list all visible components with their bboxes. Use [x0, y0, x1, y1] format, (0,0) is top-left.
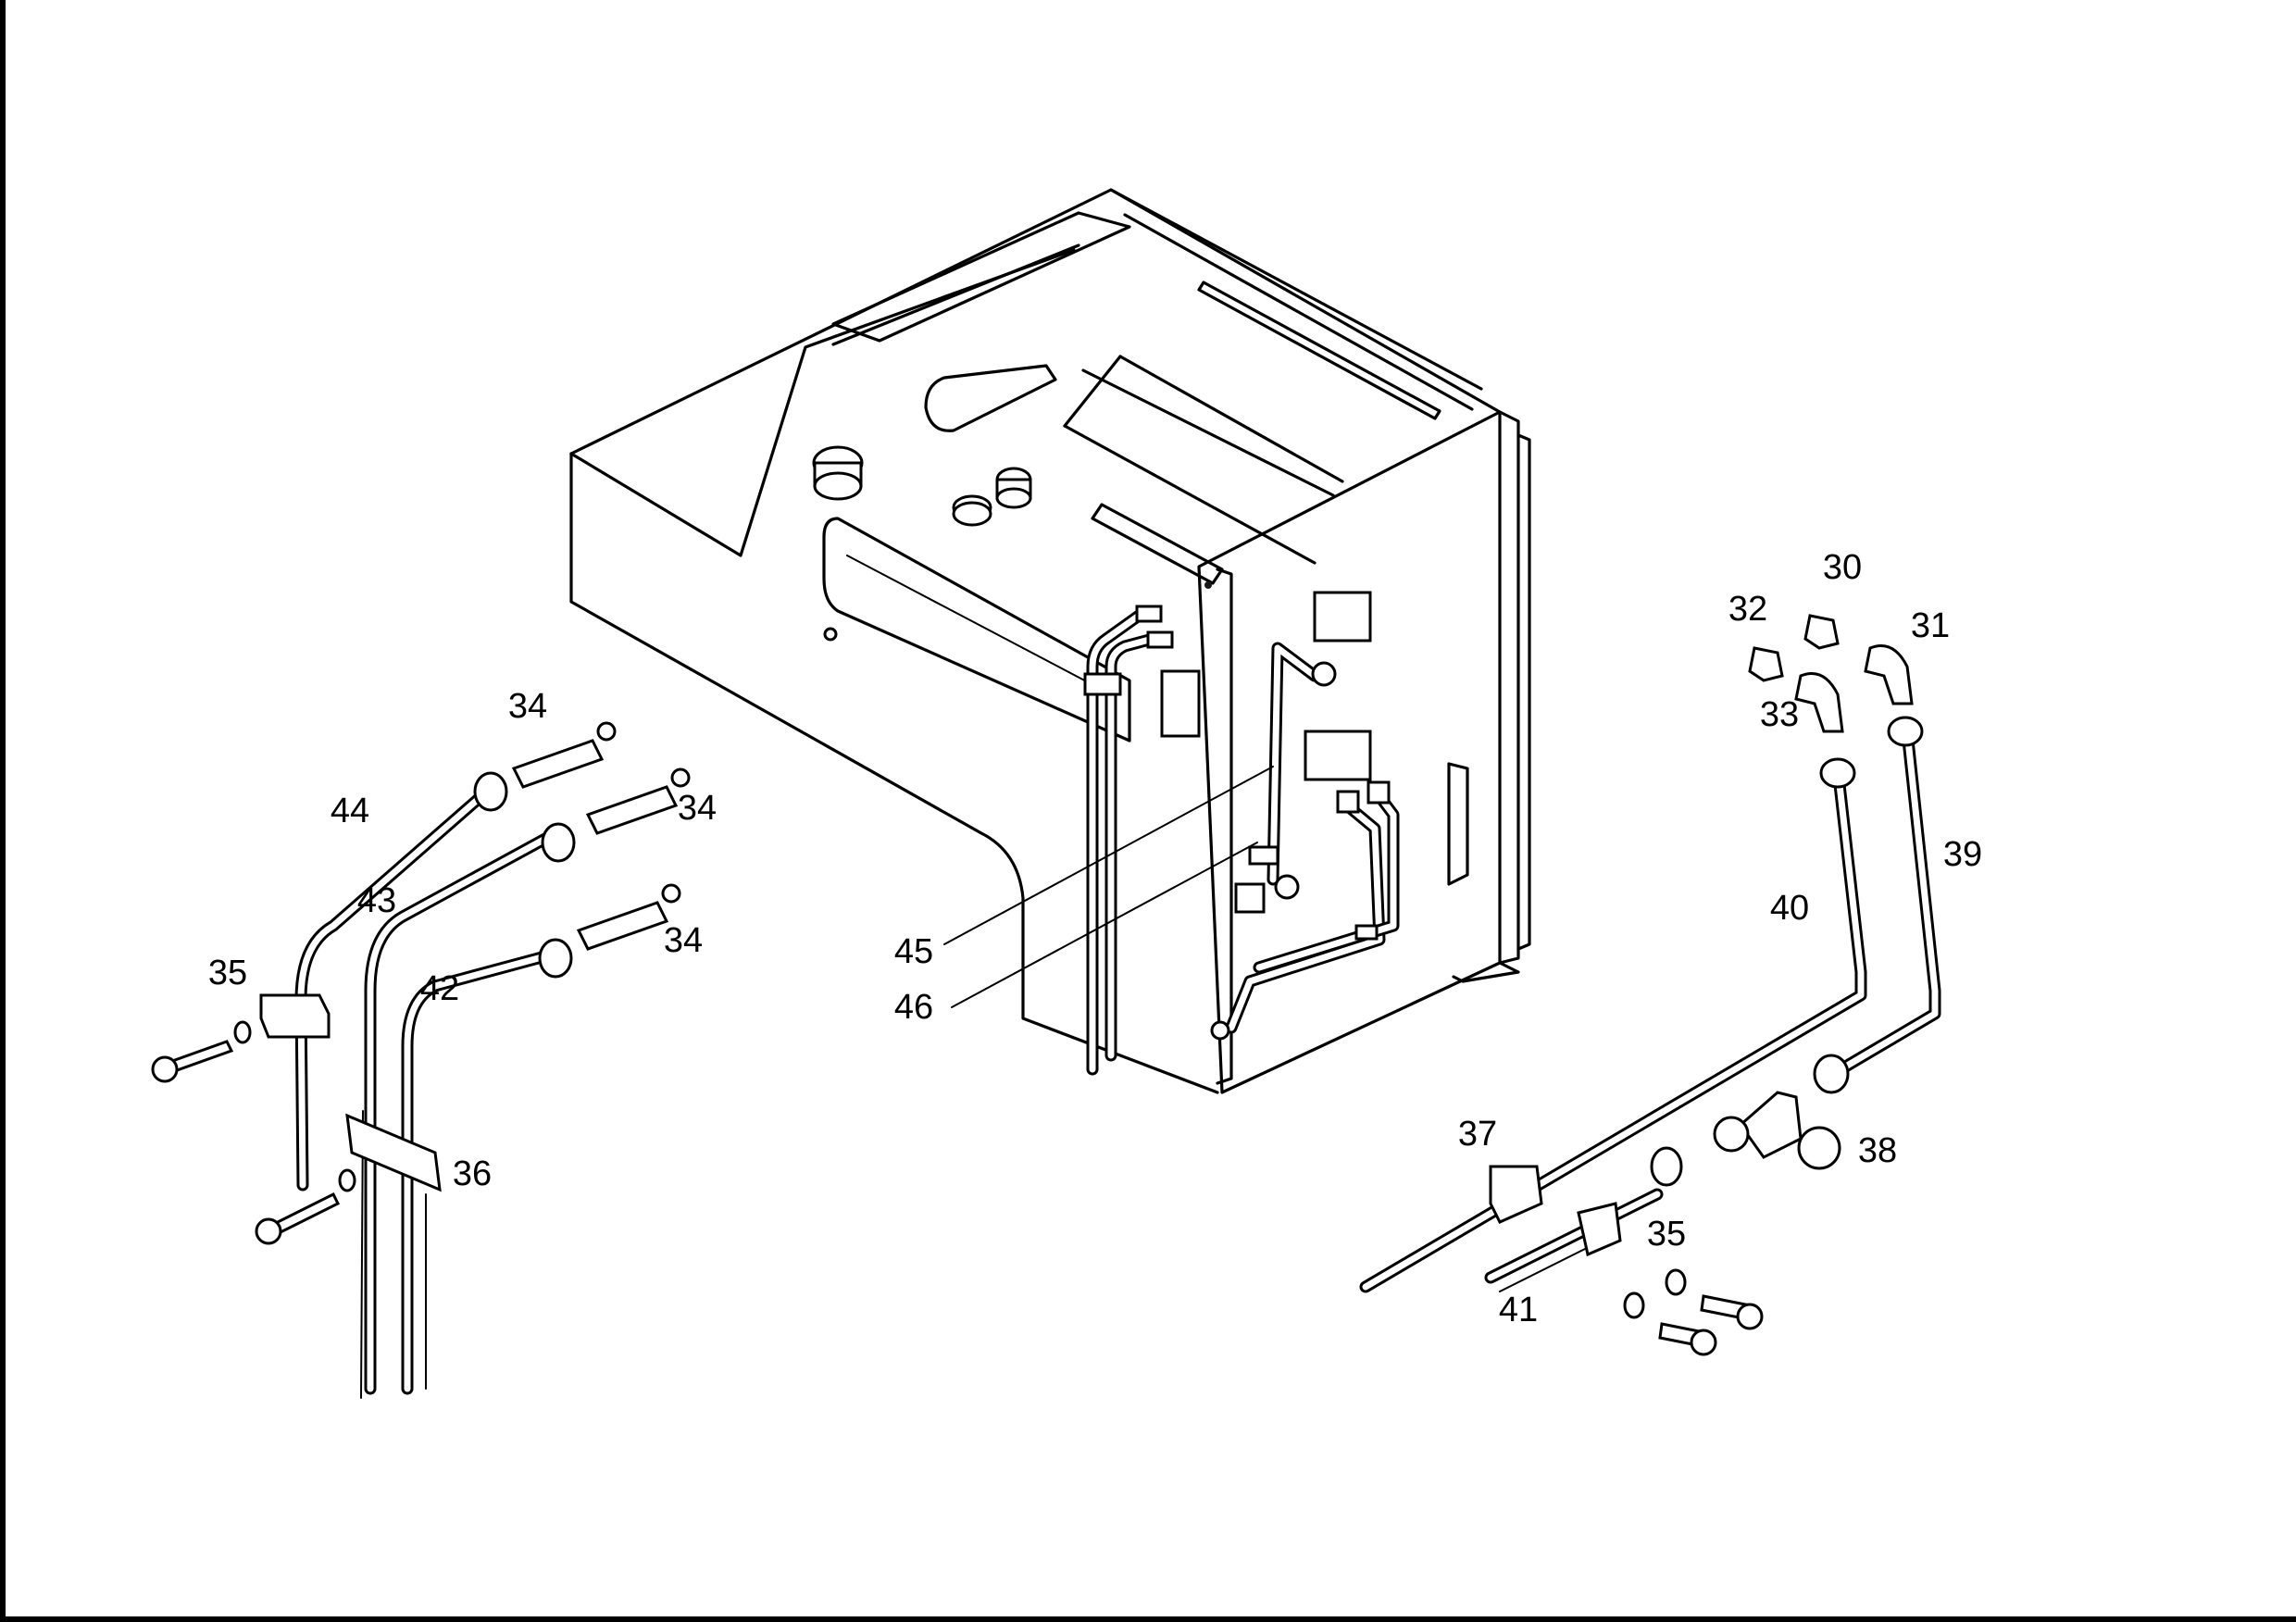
callout-38: 38	[1858, 1131, 1897, 1170]
callout-40: 40	[1770, 889, 1809, 928]
callout-31: 31	[1911, 606, 1950, 645]
callout-39: 39	[1943, 835, 1982, 874]
callout-30: 30	[1823, 548, 1862, 587]
callout-35-left: 35	[208, 954, 247, 992]
callout-33: 33	[1760, 695, 1799, 734]
callout-34-mid: 34	[678, 789, 717, 828]
callout-labels: 30 31 32 33 34 34 34 35 35 36 37 38 39 4…	[208, 548, 1982, 1329]
tank-pipework	[1083, 605, 1400, 1076]
callout-32: 32	[1728, 590, 1767, 629]
callout-35-right: 35	[1647, 1215, 1686, 1254]
callout-34-top: 34	[508, 687, 547, 726]
callout-44: 44	[331, 792, 369, 830]
callout-36: 36	[453, 1154, 492, 1193]
callout-42: 42	[420, 969, 459, 1008]
tank-body	[569, 188, 1531, 1094]
callout-46: 46	[894, 988, 933, 1027]
callout-34-bottom: 34	[664, 921, 703, 960]
callout-37: 37	[1458, 1115, 1497, 1154]
leader-lines	[943, 766, 1274, 1008]
callout-43: 43	[357, 881, 396, 920]
left-pipe-assembly	[151, 721, 691, 1399]
callout-45: 45	[894, 932, 933, 971]
callout-41: 41	[1499, 1291, 1538, 1329]
right-pipe-assembly	[1359, 614, 1941, 1356]
